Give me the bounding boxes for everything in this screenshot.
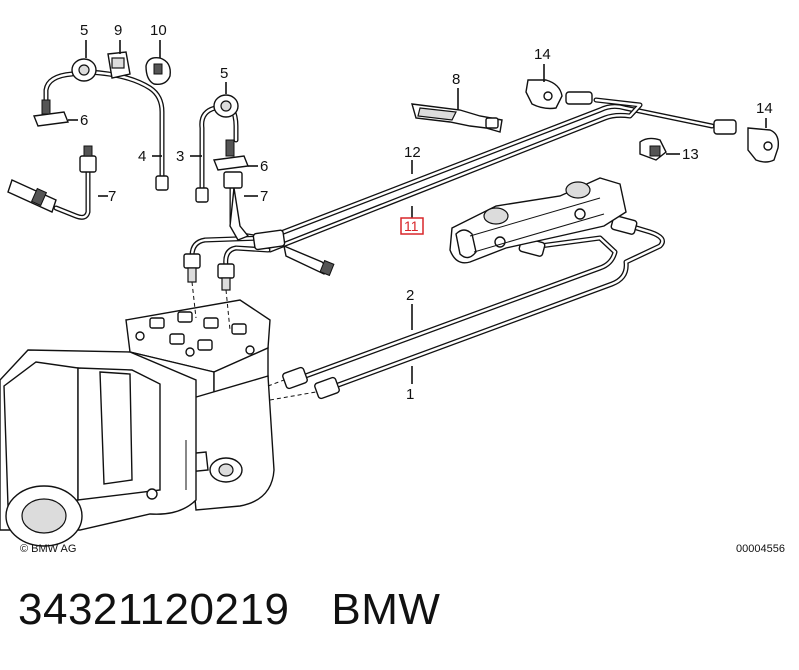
bracket-14-right	[713, 119, 780, 163]
callout-4: 4	[138, 148, 146, 165]
callout-6-middle: 6	[260, 158, 268, 175]
callout-11[interactable]: 11	[404, 218, 419, 234]
callout-labels: 1 2 3 4 5 5 6 6 7 7 8 9 10 11 12 13 14 1…	[80, 22, 773, 403]
brand-name: BMW	[331, 585, 441, 634]
callout-13: 13	[682, 146, 699, 163]
callout-5-left: 5	[80, 22, 88, 39]
part-caption: 34321120219 BMW	[18, 585, 440, 635]
bracket-14-top	[525, 79, 593, 110]
callout-12: 12	[404, 144, 421, 161]
callout-14-top: 14	[534, 46, 551, 63]
copyright-notice: © BMW AG	[20, 543, 76, 555]
abs-hydraulic-unit	[0, 299, 275, 547]
small-parts	[7, 51, 667, 241]
assembly-lines	[191, 281, 317, 401]
image-number: 00004556	[736, 543, 785, 555]
callout-8: 8	[452, 71, 460, 88]
callout-14-right: 14	[756, 100, 773, 117]
abs-ports	[135, 311, 255, 357]
callout-5-middle: 5	[220, 65, 228, 82]
callout-7-middle: 7	[260, 188, 268, 205]
callout-10: 10	[150, 22, 167, 39]
part-number: 34321120219	[18, 585, 290, 634]
callout-1: 1	[406, 386, 414, 403]
leader-lines	[68, 40, 767, 384]
callout-2: 2	[406, 287, 414, 304]
master-cylinder	[449, 177, 627, 264]
parts-diagram: 1 2 3 4 5 5 6 6 7 7 8 9 10 11 12 13 14 1…	[0, 22, 785, 555]
fittings	[183, 79, 780, 400]
callout-9: 9	[114, 22, 122, 39]
callout-11-highlight[interactable]: 11	[400, 217, 424, 235]
bracket-8	[411, 103, 503, 133]
callout-6-left: 6	[80, 112, 88, 129]
callout-7-left: 7	[108, 188, 116, 205]
callout-3: 3	[176, 148, 184, 165]
abs-fitting-front	[282, 366, 340, 400]
